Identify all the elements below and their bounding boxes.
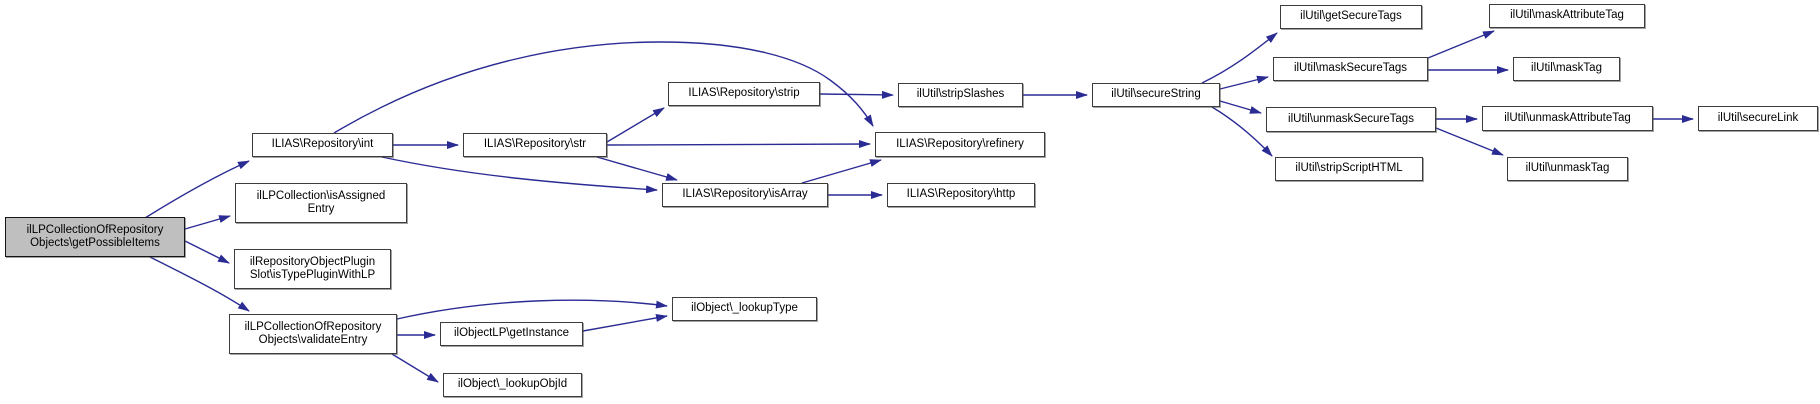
- node-strip[interactable]: ILIAS\Repository\strip: [668, 82, 820, 106]
- edge-validateEntry-lookupType: [396, 299, 668, 320]
- edge-getInstance-lookupType: [582, 313, 668, 332]
- node-secureLink[interactable]: ilUtil\secureLink: [1698, 106, 1818, 131]
- node-isArray[interactable]: ILIAS\Repository\isArray: [662, 183, 828, 207]
- edge-secureString-maskSecureTags: [1219, 75, 1269, 90]
- node-lookupObjId[interactable]: ilObject\_lookupObjId: [443, 373, 582, 397]
- node-secureString[interactable]: ilUtil\secureString: [1092, 83, 1220, 107]
- node-getSecureTags[interactable]: ilUtil\getSecureTags: [1280, 5, 1422, 29]
- node-validateEntry[interactable]: ilLPCollectionOfRepository Objects\valid…: [229, 314, 397, 354]
- edge-getPossibleItems-isAssignedEntry: [184, 215, 231, 230]
- edge-getPossibleItems-int: [144, 160, 250, 219]
- node-stripScriptHTML[interactable]: ilUtil\stripScriptHTML: [1275, 157, 1423, 181]
- edge-validateEntry-lookupObjId: [391, 353, 439, 383]
- node-int[interactable]: ILIAS\Repository\int: [252, 133, 393, 157]
- edge-str-refinery: [606, 140, 871, 149]
- edge-secureString-stripScriptHTML: [1211, 106, 1273, 157]
- edge-int-refinery: [333, 41, 874, 134]
- node-isTypePluginWithLP[interactable]: ilRepositoryObjectPlugin Slot\isTypePlug…: [234, 249, 391, 289]
- node-stripSlashes[interactable]: ilUtil\stripSlashes: [898, 83, 1023, 107]
- node-isAssignedEntry[interactable]: ilLPCollection\isAssigned Entry: [235, 183, 407, 223]
- edge-str-isArray: [596, 156, 678, 181]
- node-maskSecureTags[interactable]: ilUtil\maskSecureTags: [1273, 57, 1428, 81]
- edge-int-isArray: [381, 156, 658, 194]
- node-getPossibleItems: ilLPCollectionOfRepository Objects\getPo…: [5, 217, 185, 257]
- node-refinery[interactable]: ILIAS\Repository\refinery: [875, 132, 1045, 157]
- node-str[interactable]: ILIAS\Repository\str: [463, 133, 607, 157]
- node-getInstance[interactable]: ilObjectLP\getInstance: [440, 322, 583, 346]
- edge-secureString-getSecureTags: [1201, 32, 1278, 84]
- edge-getPossibleItems-isTypePluginWithLP: [184, 240, 230, 264]
- node-unmaskTag[interactable]: ilUtil\unmaskTag: [1507, 157, 1628, 181]
- node-lookupType[interactable]: ilObject\_lookupType: [672, 297, 817, 321]
- node-maskTag[interactable]: ilUtil\maskTag: [1513, 57, 1620, 81]
- edge-maskSecureTags-maskAttributeTag: [1427, 30, 1495, 59]
- node-http[interactable]: ILIAS\Repository\http: [887, 183, 1035, 207]
- edge-isArray-refinery: [801, 159, 882, 184]
- edge-strip-stripSlashes: [819, 90, 894, 99]
- edge-unmaskSecureTags-unmaskTag: [1435, 127, 1504, 156]
- edge-secureString-unmaskSecureTags: [1219, 100, 1262, 114]
- node-maskAttributeTag[interactable]: ilUtil\maskAttributeTag: [1489, 4, 1645, 28]
- node-unmaskAttributeTag[interactable]: ilUtil\unmaskAttributeTag: [1482, 106, 1653, 131]
- edge-getPossibleItems-validateEntry: [149, 256, 250, 312]
- node-unmaskSecureTags[interactable]: ilUtil\unmaskSecureTags: [1266, 107, 1436, 132]
- edge-str-strip: [606, 107, 665, 143]
